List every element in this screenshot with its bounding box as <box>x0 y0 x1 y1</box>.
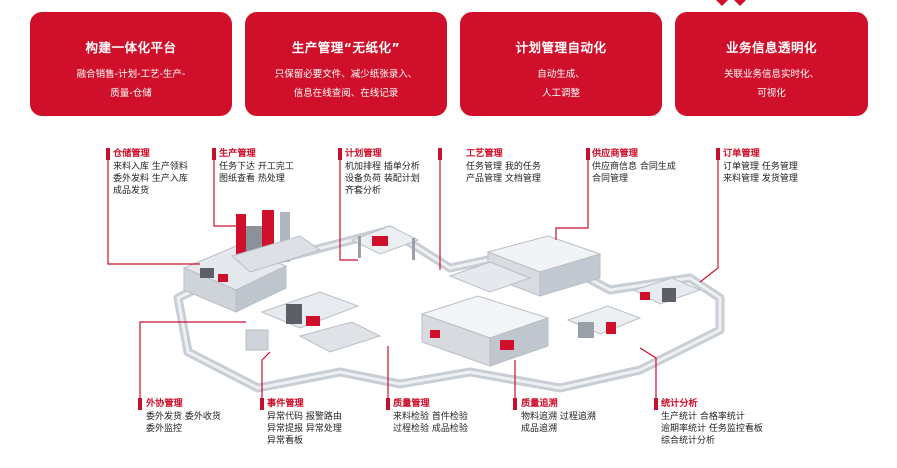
connector-markers <box>106 148 720 410</box>
module-title: 质量管理 <box>393 398 430 409</box>
card-desc-line: 关联业务信息实时化、 <box>723 69 819 80</box>
module-line: 过程检验 成品检验 <box>393 424 468 434</box>
card-desc-line: 信息在线查阅、在线记录 <box>293 88 399 99</box>
card-desc-line: 人工调整 <box>541 88 580 99</box>
module-line: 设备负荷 装配计划 <box>345 174 420 184</box>
module-line: 齐套分析 <box>345 186 382 196</box>
card-title: 业务信息透明化 <box>725 40 817 55</box>
module-title: 仓储管理 <box>113 148 150 159</box>
module-line: 供应商信息 合同生成 <box>592 162 676 172</box>
module-line: 成品追溯 <box>521 424 558 434</box>
module-line: 异常提报 异常处理 <box>267 424 342 434</box>
production-towers <box>230 210 322 273</box>
card-plan-automation: 计划管理自动化 自动生成、 人工调整 <box>460 12 662 116</box>
card-desc-line: 只保留必要文件、减少纸张录入、 <box>274 69 418 80</box>
module-traceability: 质量追溯 物料追溯 过程追溯 成品追溯 <box>521 398 596 435</box>
module-line: 委外发料 生产入库 <box>113 174 188 184</box>
module-line: 合同管理 <box>592 174 629 184</box>
module-line: 任务下达 开工完工 <box>219 162 294 172</box>
module-line: 委外监控 <box>146 424 183 434</box>
module-statistics: 统计分析 生产统计 合格率统计 逾期率统计 任务监控看板 综合统计分析 <box>661 398 763 447</box>
module-line: 任务管理 我的任务 <box>466 162 541 172</box>
module-order: 订单管理 订单管理 任务管理 来料管理 发货管理 <box>723 148 798 185</box>
module-line: 产品管理 文档管理 <box>466 174 541 184</box>
module-line: 委外发货 委外收货 <box>146 412 221 422</box>
module-quality: 质量管理 来料检验 首件检验 过程检验 成品检验 <box>393 398 468 435</box>
module-line: 物料追溯 过程追溯 <box>521 412 596 422</box>
module-line: 异常代码 报警路由 <box>267 412 342 422</box>
module-line: 图纸查看 热处理 <box>219 174 285 184</box>
card-desc-line: 融合销售-计划-工艺-生产- <box>76 69 186 80</box>
card-desc: 融合销售-计划-工艺-生产- 质量-仓储 <box>30 65 232 103</box>
event-machines <box>245 291 382 353</box>
card-title: 计划管理自动化 <box>515 40 607 55</box>
module-planning: 计划管理 机加排程 插单分析 设备负荷 装配计划 齐套分析 <box>345 148 420 197</box>
module-line: 来料管理 发货管理 <box>723 174 798 184</box>
card-desc-line: 可视化 <box>757 88 786 99</box>
planning-gantry <box>350 225 420 260</box>
card-desc: 关联业务信息实时化、 可视化 <box>675 65 868 103</box>
card-desc: 只保留必要文件、减少纸张录入、 信息在线查阅、在线记录 <box>245 65 447 103</box>
card-title: 构建一体化平台 <box>85 40 177 55</box>
card-transparency: 业务信息透明化 关联业务信息实时化、 可视化 <box>675 12 868 116</box>
module-line: 成品发货 <box>113 186 150 196</box>
process-building <box>448 235 602 297</box>
card-desc-line: 自动生成、 <box>537 69 585 80</box>
module-title: 工艺管理 <box>466 148 503 159</box>
module-events: 事件管理 异常代码 报警路由 异常提报 异常处理 异常看板 <box>267 398 342 447</box>
module-title: 计划管理 <box>345 148 382 159</box>
module-line: 来料入库 生产领料 <box>113 162 188 172</box>
module-outsourcing: 外协管理 委外发货 委外收货 委外监控 <box>146 398 221 435</box>
module-title: 订单管理 <box>723 148 760 159</box>
module-line: 来料检验 首件检验 <box>393 412 468 422</box>
module-supplier: 供应商管理 供应商信息 合同生成 合同管理 <box>592 148 676 185</box>
card-integrated-platform: 构建一体化平台 融合销售-计划-工艺-生产- 质量-仓储 <box>30 12 232 116</box>
module-line: 逾期率统计 任务监控看板 <box>661 424 763 434</box>
module-title: 生产管理 <box>219 148 256 159</box>
connector-lines <box>107 152 719 398</box>
module-title: 事件管理 <box>267 398 304 409</box>
module-title: 供应商管理 <box>592 148 638 159</box>
card-title: 生产管理“无纸化” <box>291 40 401 55</box>
quality-building <box>420 295 550 367</box>
logo-fragment <box>716 0 746 6</box>
card-desc: 自动生成、 人工调整 <box>460 65 662 103</box>
module-title: 质量追溯 <box>521 398 558 409</box>
card-desc-line: 质量-仓储 <box>110 88 152 99</box>
module-line: 机加排程 插单分析 <box>345 162 420 172</box>
card-paperless: 生产管理“无纸化” 只保留必要文件、减少纸张录入、 信息在线查阅、在线记录 <box>245 12 447 116</box>
module-title: 统计分析 <box>661 398 698 409</box>
module-line: 异常看板 <box>267 436 304 446</box>
module-line: 生产统计 合格率统计 <box>661 412 745 422</box>
module-line: 综合统计分析 <box>661 436 716 446</box>
module-process: 工艺管理 任务管理 我的任务 产品管理 文档管理 <box>466 148 541 185</box>
module-warehouse: 仓储管理 来料入库 生产领料 委外发料 生产入库 成品发货 <box>113 148 188 197</box>
module-line: 订单管理 任务管理 <box>723 162 798 172</box>
module-production: 生产管理 任务下达 开工完工 图纸查看 热处理 <box>219 148 294 185</box>
stats-machines <box>566 277 702 338</box>
module-title: 外协管理 <box>146 398 183 409</box>
